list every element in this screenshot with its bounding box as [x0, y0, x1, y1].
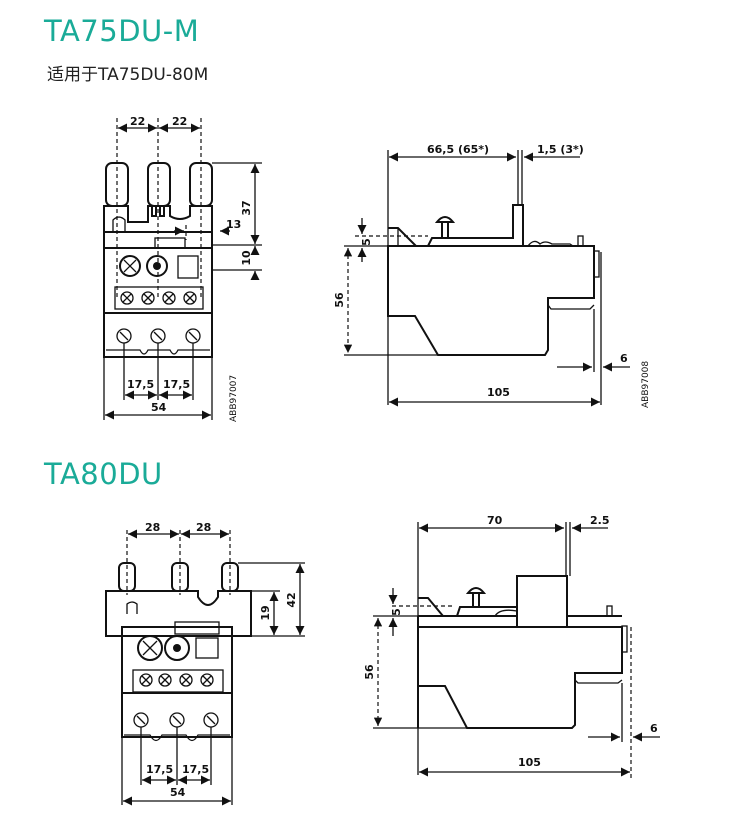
dim-width: 54	[151, 401, 167, 414]
dim-height-upper: 19	[259, 605, 272, 620]
dim-bottom-left: 17,5	[146, 763, 173, 776]
dim-step: 5	[390, 608, 403, 616]
ta80-front-view: 28 28 42 19 17	[105, 521, 305, 806]
dim-top-length: 66,5 (65*)	[427, 143, 489, 156]
dim-bottom-right: 17,5	[163, 378, 190, 391]
dim-pitch-right: 28	[196, 521, 211, 534]
drawing-code: ABB97008	[641, 361, 651, 408]
dim-height-total: 42	[285, 592, 298, 607]
dim-depth: 105	[487, 386, 510, 399]
dim-pitch-right: 22	[172, 115, 187, 128]
dim-pitch-left: 22	[130, 115, 145, 128]
dim-height-terminals: 37	[240, 200, 253, 215]
drawing-code: ABB97007	[229, 375, 239, 422]
dim-step: 5	[360, 238, 373, 246]
dim-offset: 13	[226, 218, 241, 231]
dim-width: 54	[170, 786, 186, 799]
dim-height: 56	[363, 664, 376, 680]
dim-top-gap: 1,5 (3*)	[537, 143, 584, 156]
section-2-title: TA80DU	[44, 457, 163, 491]
dim-bottom-right: 17,5	[182, 763, 209, 776]
ta75-front-view: 22 22 37	[103, 115, 262, 422]
dim-depth: 105	[518, 756, 541, 769]
dim-top-gap: 2.5	[590, 514, 610, 527]
ta75-side-view: 66,5 (65*) 1,5 (3*) 5 56 105 6 ABB97008	[333, 143, 651, 408]
dim-top-length: 70	[487, 514, 503, 527]
dim-rail: 6	[620, 352, 628, 365]
dim-height: 56	[333, 292, 346, 308]
dim-height-lower: 10	[240, 250, 253, 266]
section-1-subtitle: 适用于TA75DU-80M	[47, 65, 209, 85]
dim-pitch-left: 28	[145, 521, 160, 534]
ta80-side-view: 70 2.5 5 56 105 6	[363, 514, 660, 778]
dim-rail: 6	[650, 722, 658, 735]
section-1-title: TA75DU-M	[44, 14, 200, 48]
dim-bottom-left: 17,5	[127, 378, 154, 391]
